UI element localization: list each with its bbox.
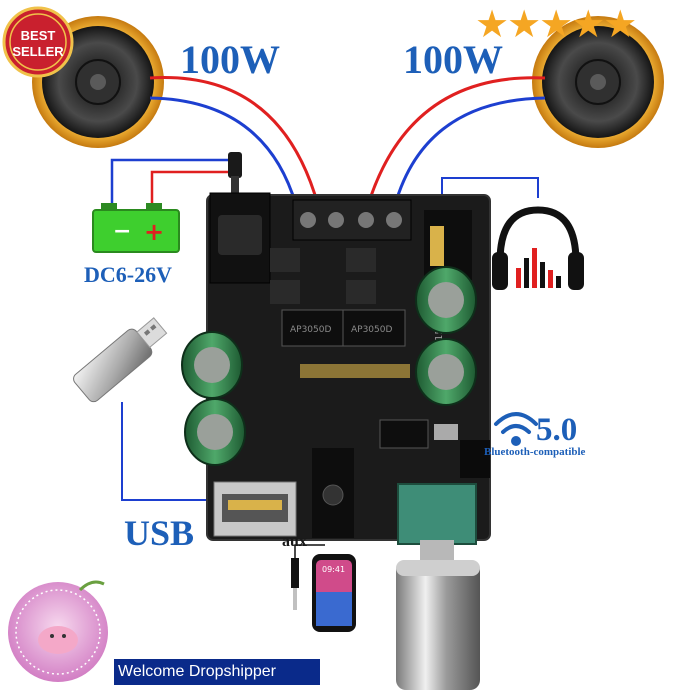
battery-minus-glyph: − — [113, 219, 131, 244]
bluetooth-compat-label: Bluetooth-compatible — [484, 446, 586, 458]
bluetooth-wave-icon — [494, 412, 538, 446]
volume-knob — [396, 483, 480, 690]
dc-plug-icon — [228, 152, 242, 194]
aux-cable-icon — [291, 544, 325, 610]
amplifier-board: AP3050D AP3050D C15 — [206, 192, 491, 541]
speaker-wires — [149, 76, 546, 206]
store-logo-icon — [8, 580, 108, 682]
capacitors — [181, 266, 477, 466]
bluetooth-version-label: 5.0 — [536, 412, 578, 448]
power-wires — [110, 158, 230, 210]
phone-time: 09:41 — [322, 565, 345, 574]
phone-icon: 09:41 — [312, 554, 356, 632]
usb-wire — [121, 402, 222, 501]
headphones-icon — [492, 206, 584, 290]
right-speaker-power-label: 100W — [403, 37, 503, 82]
dc-voltage-label: DC6-26V — [84, 262, 172, 287]
best-seller-badge: BEST SELLER — [2, 6, 74, 78]
welcome-banner: Welcome Dropshipper — [114, 659, 320, 685]
usb-stick-icon — [73, 317, 168, 403]
right-speaker-icon — [532, 16, 664, 148]
badge-line-2: SELLER — [12, 44, 64, 59]
left-speaker-power-label: 100W — [180, 37, 280, 82]
aux-label: aux — [282, 533, 307, 550]
usb-label: USB — [124, 513, 195, 553]
battery-plus-glyph: + — [144, 218, 164, 246]
best-seller-badge-icon — [2, 6, 74, 78]
cap-mark-label: C15 — [434, 328, 445, 348]
badge-line-1: BEST — [20, 28, 56, 43]
chip-left-label: AP3050D — [290, 325, 331, 335]
battery-icon: − + — [92, 203, 180, 253]
rating-stars: ★★★★★ — [475, 2, 637, 46]
chip-right-label: AP3050D — [351, 325, 392, 335]
